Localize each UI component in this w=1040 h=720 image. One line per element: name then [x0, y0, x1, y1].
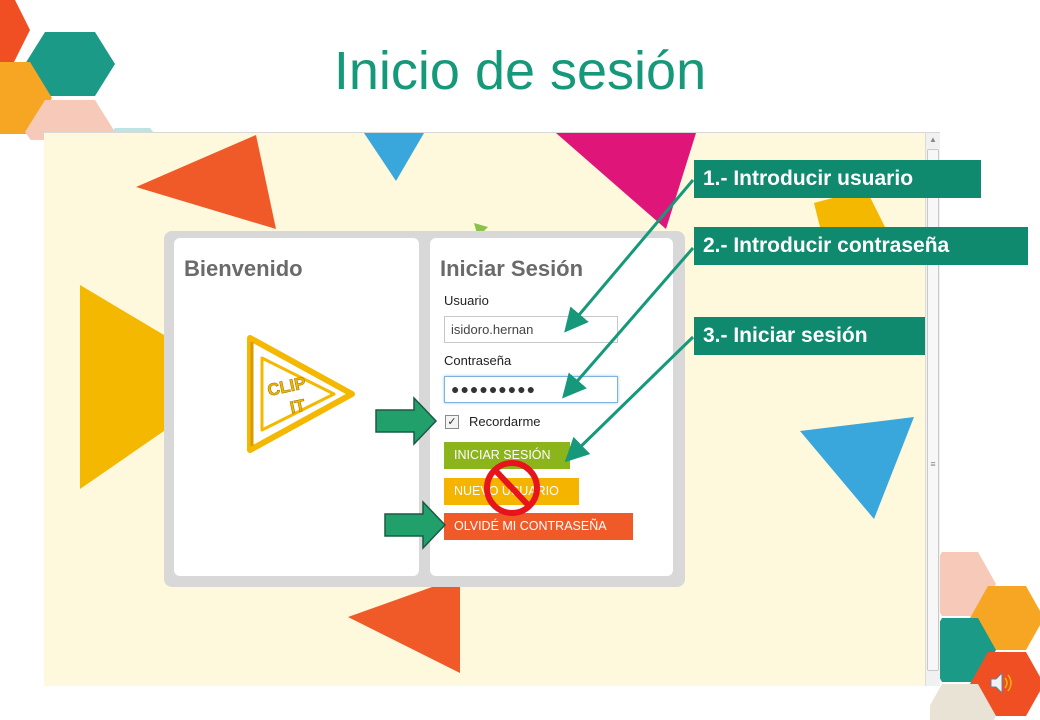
- signin-panel: Iniciar Sesión Usuario isidoro.hernan Co…: [430, 238, 673, 576]
- speaker-icon[interactable]: [986, 668, 1016, 698]
- callout-step-1: 1.- Introducir usuario: [694, 160, 981, 198]
- scroll-grip-icon: ≡: [930, 459, 936, 469]
- login-button[interactable]: INICIAR SESIÓN: [444, 442, 570, 469]
- remember-checkbox[interactable]: ✓: [445, 415, 459, 429]
- green-arrow-icon: [384, 500, 447, 550]
- username-input[interactable]: isidoro.hernan: [444, 316, 618, 343]
- clipit-logo: CLIP IT: [247, 335, 355, 453]
- slide-title: Inicio de sesión: [333, 41, 707, 101]
- scroll-up-icon[interactable]: ▲: [929, 135, 937, 144]
- scroll-thumb[interactable]: ≡: [927, 149, 939, 671]
- logo-text-it: IT: [288, 396, 307, 418]
- callout-step-3: 3.- Iniciar sesión: [694, 317, 925, 355]
- welcome-heading: Bienvenido: [184, 256, 303, 281]
- login-page-screenshot: ▲ ≡ Bienvenido CLIP IT Iniciar Sesión Us…: [44, 132, 940, 686]
- signin-heading: Iniciar Sesión: [440, 256, 584, 281]
- password-label: Contraseña: [444, 353, 512, 368]
- username-label: Usuario: [444, 293, 489, 308]
- callout-step-2: 2.- Introducir contraseña: [694, 227, 1028, 265]
- prohibited-icon: [484, 460, 540, 516]
- remember-label: Recordarme: [469, 414, 541, 429]
- hexagon-decoration-bottom-right: [930, 552, 1040, 720]
- green-arrow-icon: [375, 396, 438, 446]
- welcome-panel: Bienvenido CLIP IT: [174, 238, 419, 576]
- password-input[interactable]: ●●●●●●●●●: [444, 376, 618, 403]
- background-triangles: [80, 133, 914, 673]
- page-scrollbar[interactable]: ▲ ≡: [925, 133, 940, 686]
- forgot-password-button[interactable]: OLVIDÉ MI CONTRASEÑA: [444, 513, 633, 540]
- hexagon-decoration-top-left: [0, 0, 160, 140]
- pointer-lines: [562, 179, 695, 463]
